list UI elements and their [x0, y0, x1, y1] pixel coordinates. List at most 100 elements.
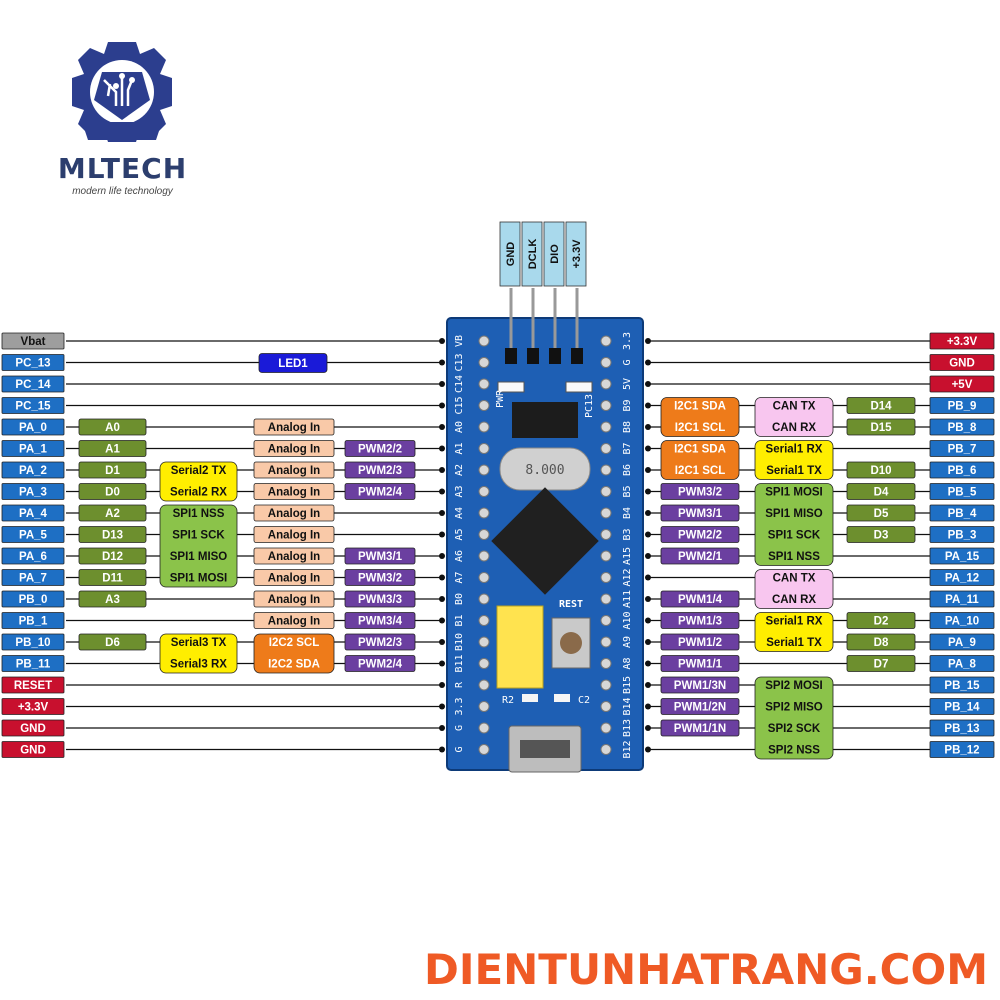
left-label-5-box [78, 526, 147, 543]
left-pad-0 [478, 335, 490, 347]
right-group-0-box [660, 397, 740, 437]
left-pin-3: PC_15 [1, 397, 65, 414]
silk-right-4: B8 [622, 421, 633, 433]
left-pin-18-text: GND [20, 723, 46, 735]
left-group-0-line-1: Serial2 RX [170, 487, 227, 499]
reset-button-cap [560, 632, 582, 654]
right-group-6-line-1: Serial1 TX [766, 637, 822, 649]
left-label-28-box [344, 655, 416, 672]
silk-left-11: A7 [454, 571, 465, 583]
left-label-26: PWM3/4 [344, 612, 416, 629]
right-label-4-box [846, 504, 916, 522]
left-wire-dot-9 [439, 531, 445, 538]
left-pin-18: GND [1, 719, 65, 737]
left-pin-10-box [1, 547, 65, 565]
right-pin-9-text: PB_3 [948, 530, 977, 542]
right-group-7-line-3: SPI2 NSS [768, 745, 820, 757]
left-label-18-text: Analog In [268, 594, 320, 606]
left-label-0-box [78, 418, 147, 436]
silk-right-7: B5 [622, 485, 633, 497]
right-pin-13-box [929, 612, 995, 629]
silk-left-10: A6 [454, 550, 465, 562]
right-pin-8-box [929, 504, 995, 522]
left-pin-16-text: RESET [14, 680, 52, 692]
left-pin-19: GND [1, 741, 65, 758]
led1-label-text: LED1 [278, 358, 308, 370]
left-wire-dot-16 [439, 682, 445, 688]
led1-label: LED1 [258, 353, 328, 373]
right-pin-3-text: PB_9 [948, 401, 977, 413]
left-label-9-text: D6 [105, 637, 120, 649]
left-pin-15: PB_11 [1, 655, 65, 672]
left-label-4-text: A2 [105, 508, 120, 520]
right-group-2-line-1: CAN RX [772, 422, 816, 434]
right-pin-6-text: PB_6 [948, 465, 977, 477]
left-label-15: Analog In [253, 526, 335, 543]
right-group-7-line-2: SPI2 SCK [768, 723, 821, 735]
silk-left-2: C14 [454, 375, 465, 393]
right-pin-16: PB_15 [929, 676, 995, 694]
left-pad-9 [478, 529, 490, 540]
left-pin-15-box [1, 655, 65, 672]
left-label-27-box [344, 633, 416, 651]
silk-right-0: 3.3 [622, 332, 633, 350]
right-label-19: PWM1/1N [660, 719, 740, 737]
left-pin-3-box [1, 397, 65, 414]
left-label-20-text: PWM2/2 [358, 444, 402, 456]
left-pin-17-box [1, 698, 65, 715]
left-label-0-text: A0 [105, 422, 120, 434]
right-pin-19: PB_12 [929, 741, 995, 758]
left-label-18: Analog In [253, 590, 335, 608]
left-pad-11 [478, 572, 490, 583]
left-group-3-line-0: I2C2 SCL [269, 637, 320, 649]
left-pin-2-text: PC_14 [15, 379, 51, 391]
silk-right-17: B14 [622, 697, 633, 715]
right-label-6-text: D2 [874, 616, 889, 628]
right-label-15-text: PWM1/2 [678, 637, 722, 649]
left-label-18-box [253, 590, 335, 608]
right-group-4-line-3: SPI1 NSS [768, 551, 820, 563]
silk-left-5: A1 [454, 442, 465, 454]
right-label-14-box [660, 612, 740, 629]
c2-silk: C2 [578, 695, 590, 706]
left-label-1: A1 [78, 440, 147, 457]
swd-label-box-3 [565, 221, 587, 287]
left-pin-column: VbatPC_13PC_14PC_15PA_0PA_1PA_2PA_3PA_4P… [1, 332, 65, 758]
silk-right-10: A15 [622, 547, 633, 565]
silk-right-8: B4 [622, 507, 633, 519]
right-pin-13-text: PA_10 [945, 616, 979, 628]
left-label-7-box [78, 569, 147, 586]
silk-right-19: B12 [622, 740, 633, 758]
right-function-labels: D14D15D10D4D5D3D2D8D7PWM3/2PWM3/1PWM2/2P… [660, 397, 916, 760]
left-pin-6-text: PA_2 [19, 465, 47, 477]
left-label-3-box [78, 483, 147, 500]
left-pin-0: Vbat [1, 332, 65, 350]
right-label-2-box [846, 461, 916, 479]
left-label-27-text: PWM2/3 [358, 637, 402, 649]
left-label-9-box [78, 633, 147, 651]
right-pin-12-text: PA_11 [945, 594, 979, 606]
right-label-0: D14 [846, 397, 916, 414]
right-pad-10 [600, 550, 612, 562]
silk-right-11: A12 [622, 568, 633, 586]
left-wire-dot-3 [439, 402, 445, 409]
right-pin-0-text: +3.3V [947, 336, 978, 348]
led1-label-box [258, 353, 328, 373]
left-pad-2 [478, 378, 490, 390]
left-label-5-text: D13 [102, 530, 123, 542]
right-pad-18 [600, 722, 612, 734]
brand-tagline: modern life technology [72, 186, 173, 197]
left-label-21-text: PWM2/3 [358, 465, 402, 477]
left-wire-dot-1 [439, 359, 445, 366]
right-wire-dot-7 [645, 488, 651, 495]
left-label-8-text: A3 [105, 594, 120, 606]
silk-left-6: A2 [454, 464, 465, 476]
right-label-12-box [660, 547, 740, 565]
silk-right-18: B13 [622, 719, 633, 737]
left-label-4: A2 [78, 504, 147, 522]
left-label-6: D12 [78, 547, 147, 565]
